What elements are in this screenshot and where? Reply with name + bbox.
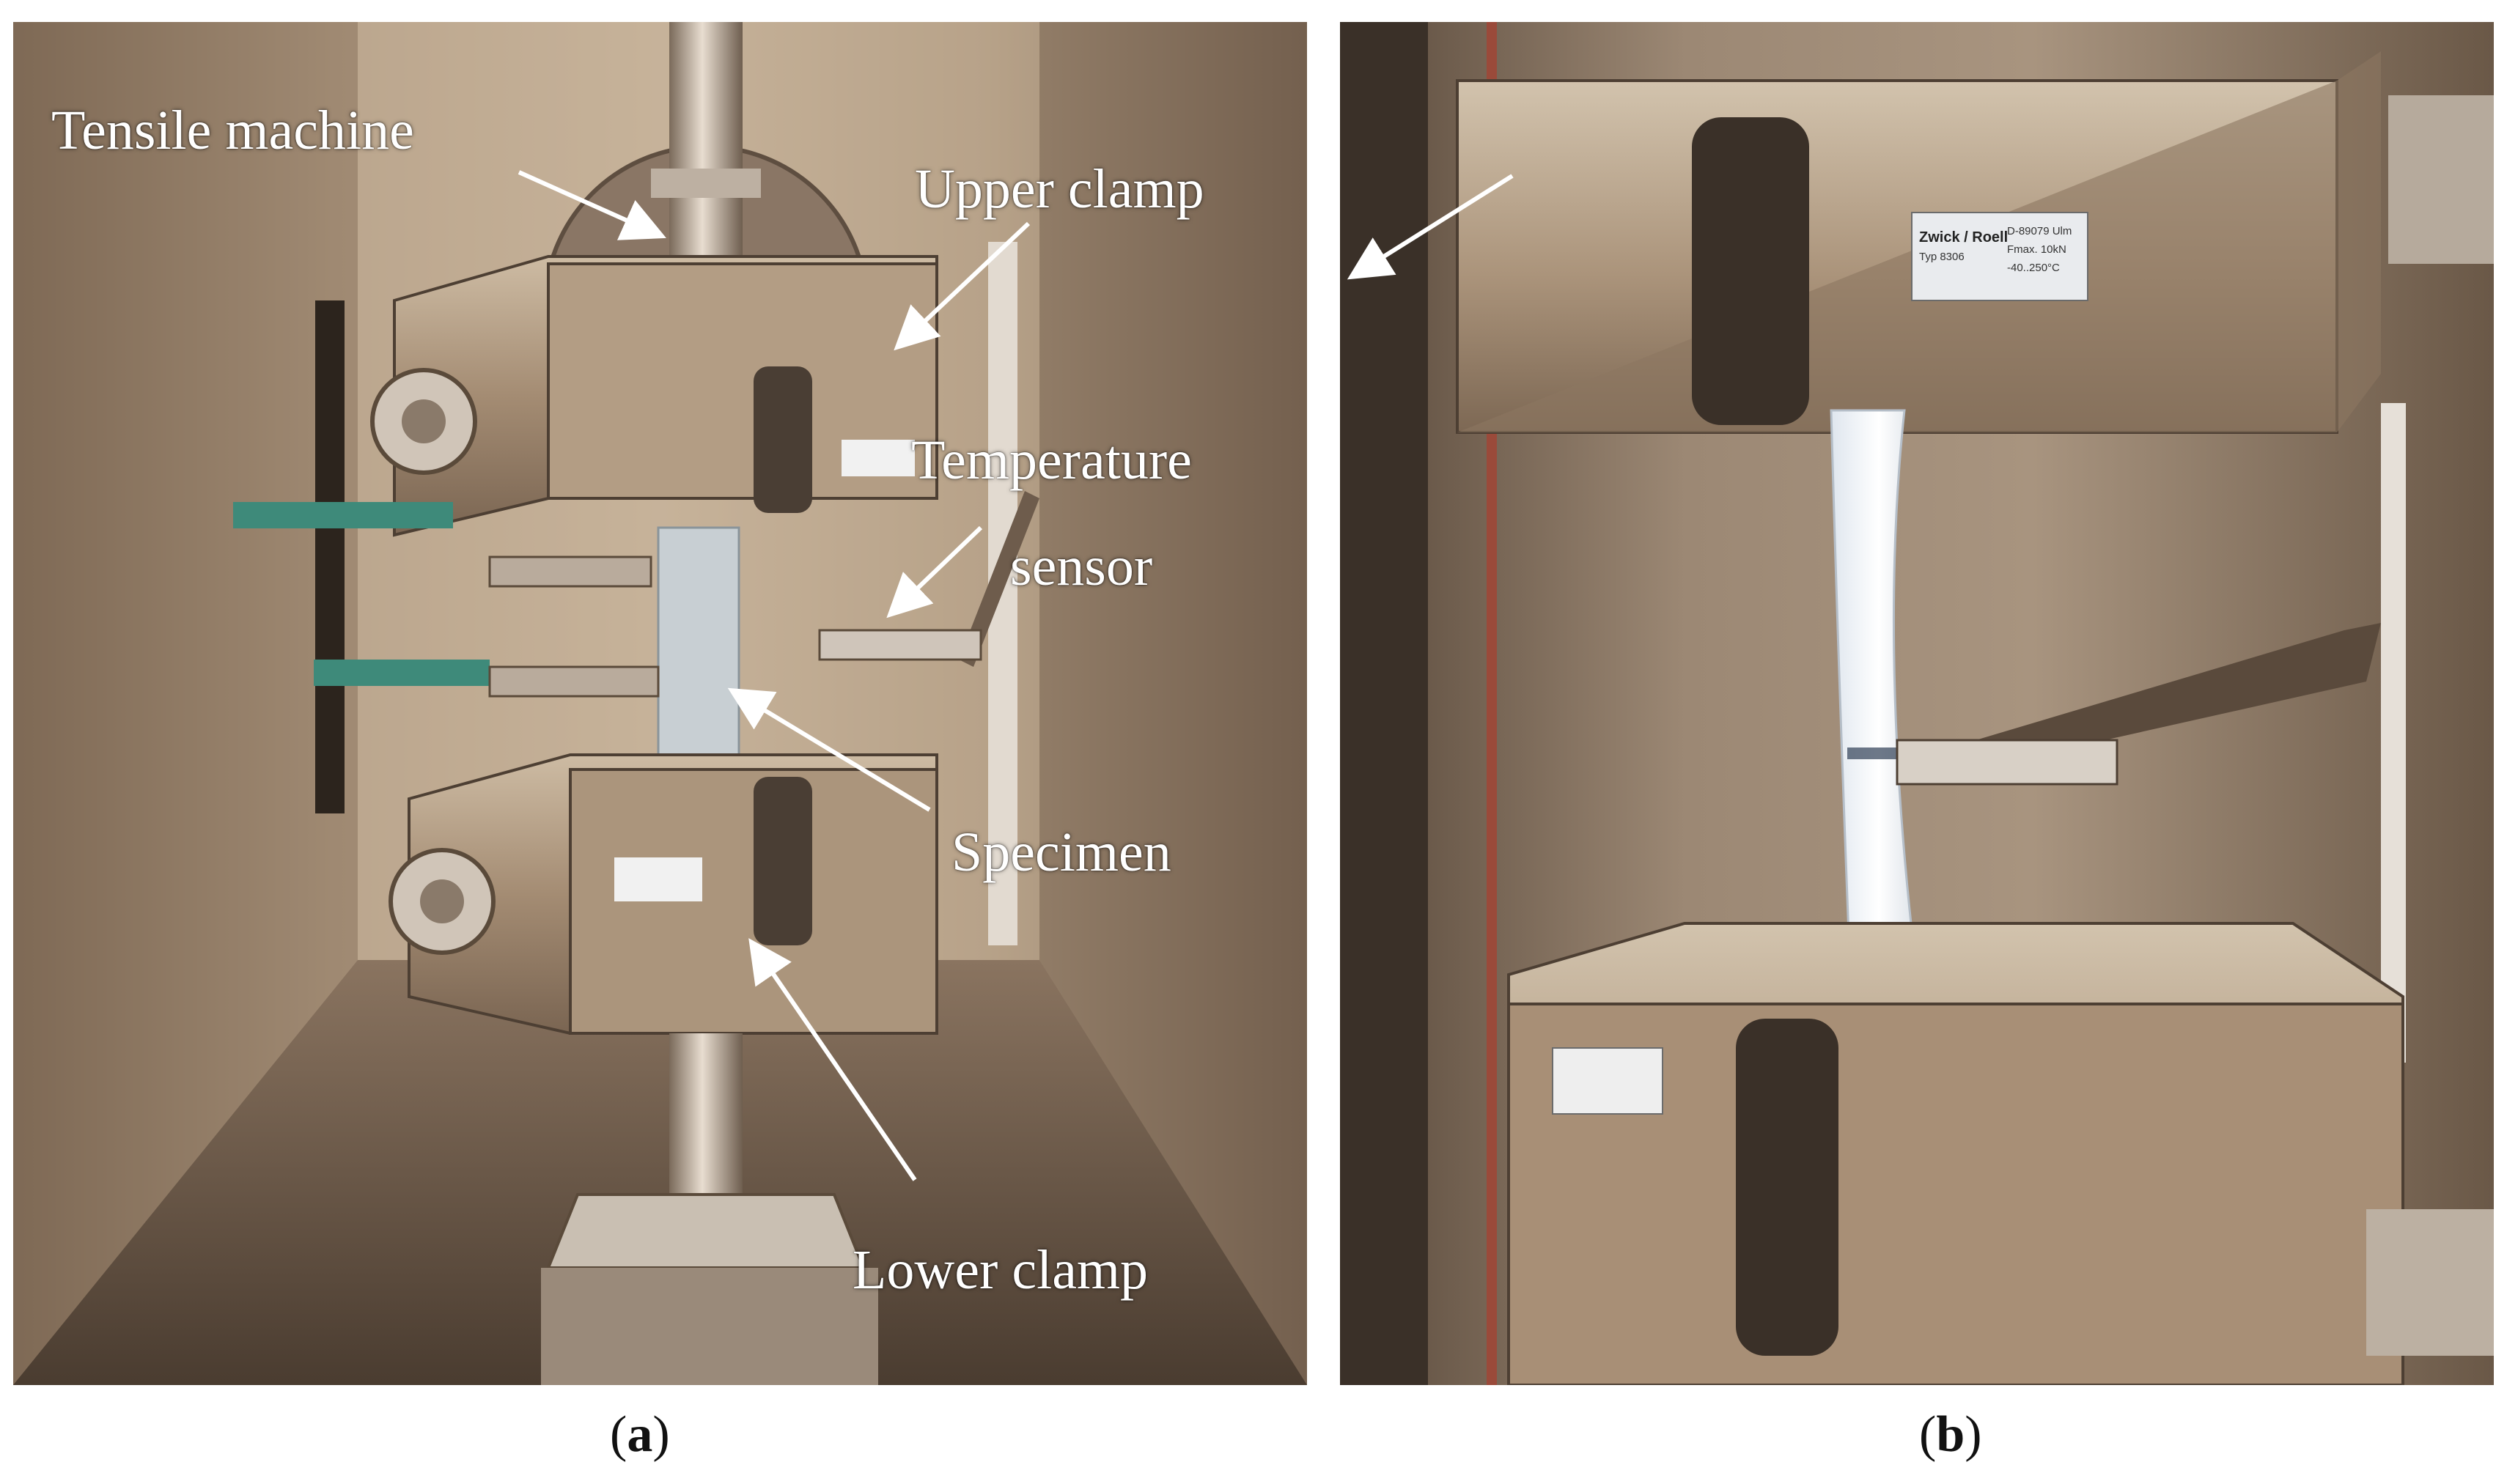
sensor-arm xyxy=(959,491,1039,667)
gauge-mark xyxy=(1847,747,1899,759)
caption-b: (b) xyxy=(1919,1406,1982,1463)
tensile-test-photo-a xyxy=(13,22,1307,1385)
left-wall xyxy=(13,22,358,1385)
chamber-floor xyxy=(13,960,1307,1385)
upper-clamp-block xyxy=(370,255,938,537)
label-tensile-machine: Tensile machine xyxy=(51,100,414,161)
sensor-clip xyxy=(1896,739,2118,786)
label-sensor: sensor xyxy=(1010,536,1153,597)
upper-clamp-block-b xyxy=(1456,51,2381,434)
label-upper-clamp: Upper clamp xyxy=(915,158,1204,220)
caption-a: (a) xyxy=(610,1406,670,1463)
specimen-strip xyxy=(657,526,740,778)
arrow-upper-clamp xyxy=(894,221,1031,351)
nameplate-temp: -40..250°C xyxy=(2007,262,2060,274)
sensor-tip xyxy=(818,629,982,661)
nameplate-brand: Zwick / Roell xyxy=(1919,229,2008,246)
label-temperature: Temperature xyxy=(911,429,1192,491)
lower-clamp-block-b xyxy=(1507,922,2404,1385)
machine-base xyxy=(541,1268,878,1385)
extensometer-arm-upper xyxy=(488,555,652,588)
upper-knob xyxy=(2388,95,2494,264)
arrow-temperature-sensor xyxy=(886,525,983,619)
photo-panel-a: Tensile machine Upper clamp Temperature … xyxy=(13,22,1307,1385)
cable-lower xyxy=(314,660,490,686)
tensile-test-photo-b: Zwick / Roell Typ 8306 D-89079 Ulm Fmax.… xyxy=(1340,22,2494,1385)
door-edge xyxy=(1340,22,1428,1385)
photo-panel-b: Zwick / Roell Typ 8306 D-89079 Ulm Fmax.… xyxy=(1340,22,2494,1385)
upper-rod-collar xyxy=(651,169,761,198)
nameplate-address: D-89079 Ulm xyxy=(2007,225,2072,237)
right-rail-b xyxy=(2381,403,2406,1063)
nameplate-fmax: Fmax. 10kN xyxy=(2007,243,2066,256)
rod-base-plate xyxy=(546,1193,866,1269)
nameplate xyxy=(1911,212,2088,301)
label-lower-clamp: Lower clamp xyxy=(853,1239,1149,1301)
arrow-specimen xyxy=(727,687,931,812)
left-slot xyxy=(315,300,345,813)
extensometer-arm-lower xyxy=(488,665,660,698)
lower-clamp-block xyxy=(389,753,938,1035)
nameplate-type: Typ 8306 xyxy=(1919,251,1965,263)
label-specimen: Specimen xyxy=(951,822,1171,883)
upper-rod xyxy=(669,22,743,278)
arrow-panel-b xyxy=(1347,174,1514,280)
cable-upper xyxy=(233,502,453,528)
sensor-arm-b xyxy=(1926,623,2381,777)
arrow-lower-clamp xyxy=(748,938,917,1181)
arrow-tensile-machine xyxy=(518,170,666,240)
lower-knob xyxy=(2366,1209,2494,1356)
right-wall xyxy=(1039,22,1307,1385)
